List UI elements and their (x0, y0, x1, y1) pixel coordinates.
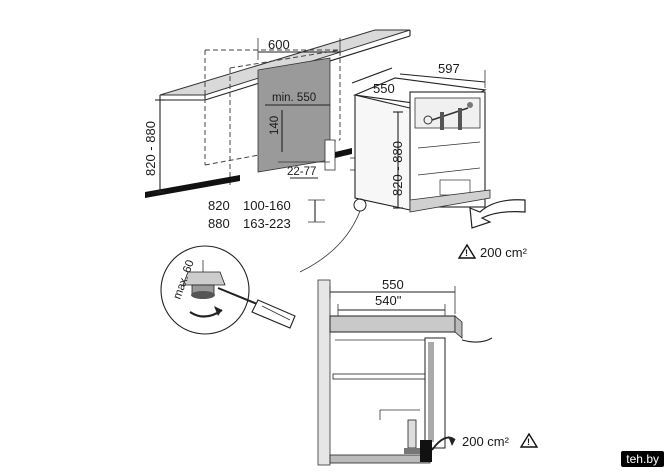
ventilation-label-bottom: 200 cm² (462, 434, 510, 449)
dim-140: 140 (269, 110, 283, 152)
airflow-arrow-icon (469, 199, 526, 229)
appliance-width-dimension: 597 (399, 61, 486, 88)
foot-row-range-1: 100-160 (243, 198, 291, 213)
wall (317, 279, 331, 466)
bottom-section-view: 550 540" 2 (317, 277, 539, 466)
bottom-depth-label: 550 (382, 277, 404, 292)
min-depth-label: min. 550 (272, 92, 316, 104)
plinth-strip-right (335, 148, 352, 158)
watermark: teh.by (621, 451, 664, 467)
bottom-airflow-arrow-icon (431, 436, 456, 451)
foot-row-height-1: 820 (208, 198, 230, 213)
worktop (329, 315, 456, 333)
niche-width-dimension: 600 (257, 37, 341, 60)
plinth (329, 454, 431, 464)
niche-width-label: 600 (268, 37, 290, 52)
dim-22-77-label: 22-77 (287, 166, 316, 178)
plinth-strip (145, 175, 240, 198)
appliance-height-label: 820 - 880 (390, 141, 405, 196)
rear-panel (257, 57, 331, 173)
side-bracket (324, 139, 336, 171)
svg-text:!: ! (527, 437, 530, 447)
niche-height-dimension: 820 - 880 (143, 99, 165, 193)
appliance-depth-label: 550 (373, 81, 395, 96)
refrigerator-unit (352, 77, 491, 213)
appliance-depth-dimension: 550 (351, 67, 395, 96)
foot-detail-callout: max. 60 (160, 245, 250, 335)
niche-height-label: 820 - 880 (143, 121, 158, 176)
dim-140-label: 140 (269, 116, 281, 135)
warning-exclamation-icon: ! (465, 248, 468, 258)
bottom-inner-depth-label: 540" (375, 293, 402, 308)
ventilation-label-top: 200 cm² (480, 245, 528, 260)
foot-row-height-2: 880 (208, 216, 230, 231)
appliance-section (332, 337, 493, 454)
min-depth-dimension: min. 550 (265, 92, 330, 106)
plinth-grille (420, 440, 432, 462)
foot-callout-marker (353, 198, 367, 212)
screwdriver-icon (217, 287, 296, 329)
appliance-height-dimension: 820 - 880 (390, 111, 405, 209)
appliance-width-label: 597 (438, 61, 460, 76)
top-installation-view: 820 - 880 600 min. 550 140 22-77 (143, 29, 528, 335)
foot-row-range-2: 163-223 (243, 216, 291, 231)
warning-triangle-icon-bottom: ! (519, 432, 539, 448)
bottom-inner-depth-dimension: 540" (337, 293, 446, 316)
dim-22-77: 22-77 (278, 161, 330, 179)
warning-triangle-icon (457, 243, 477, 259)
ventilation-warning: ! 200 cm² (457, 243, 528, 260)
bottom-depth-dimension: 550 (329, 277, 456, 314)
foot-adjustment-table: 820 100-160 880 163-223 (208, 198, 325, 231)
